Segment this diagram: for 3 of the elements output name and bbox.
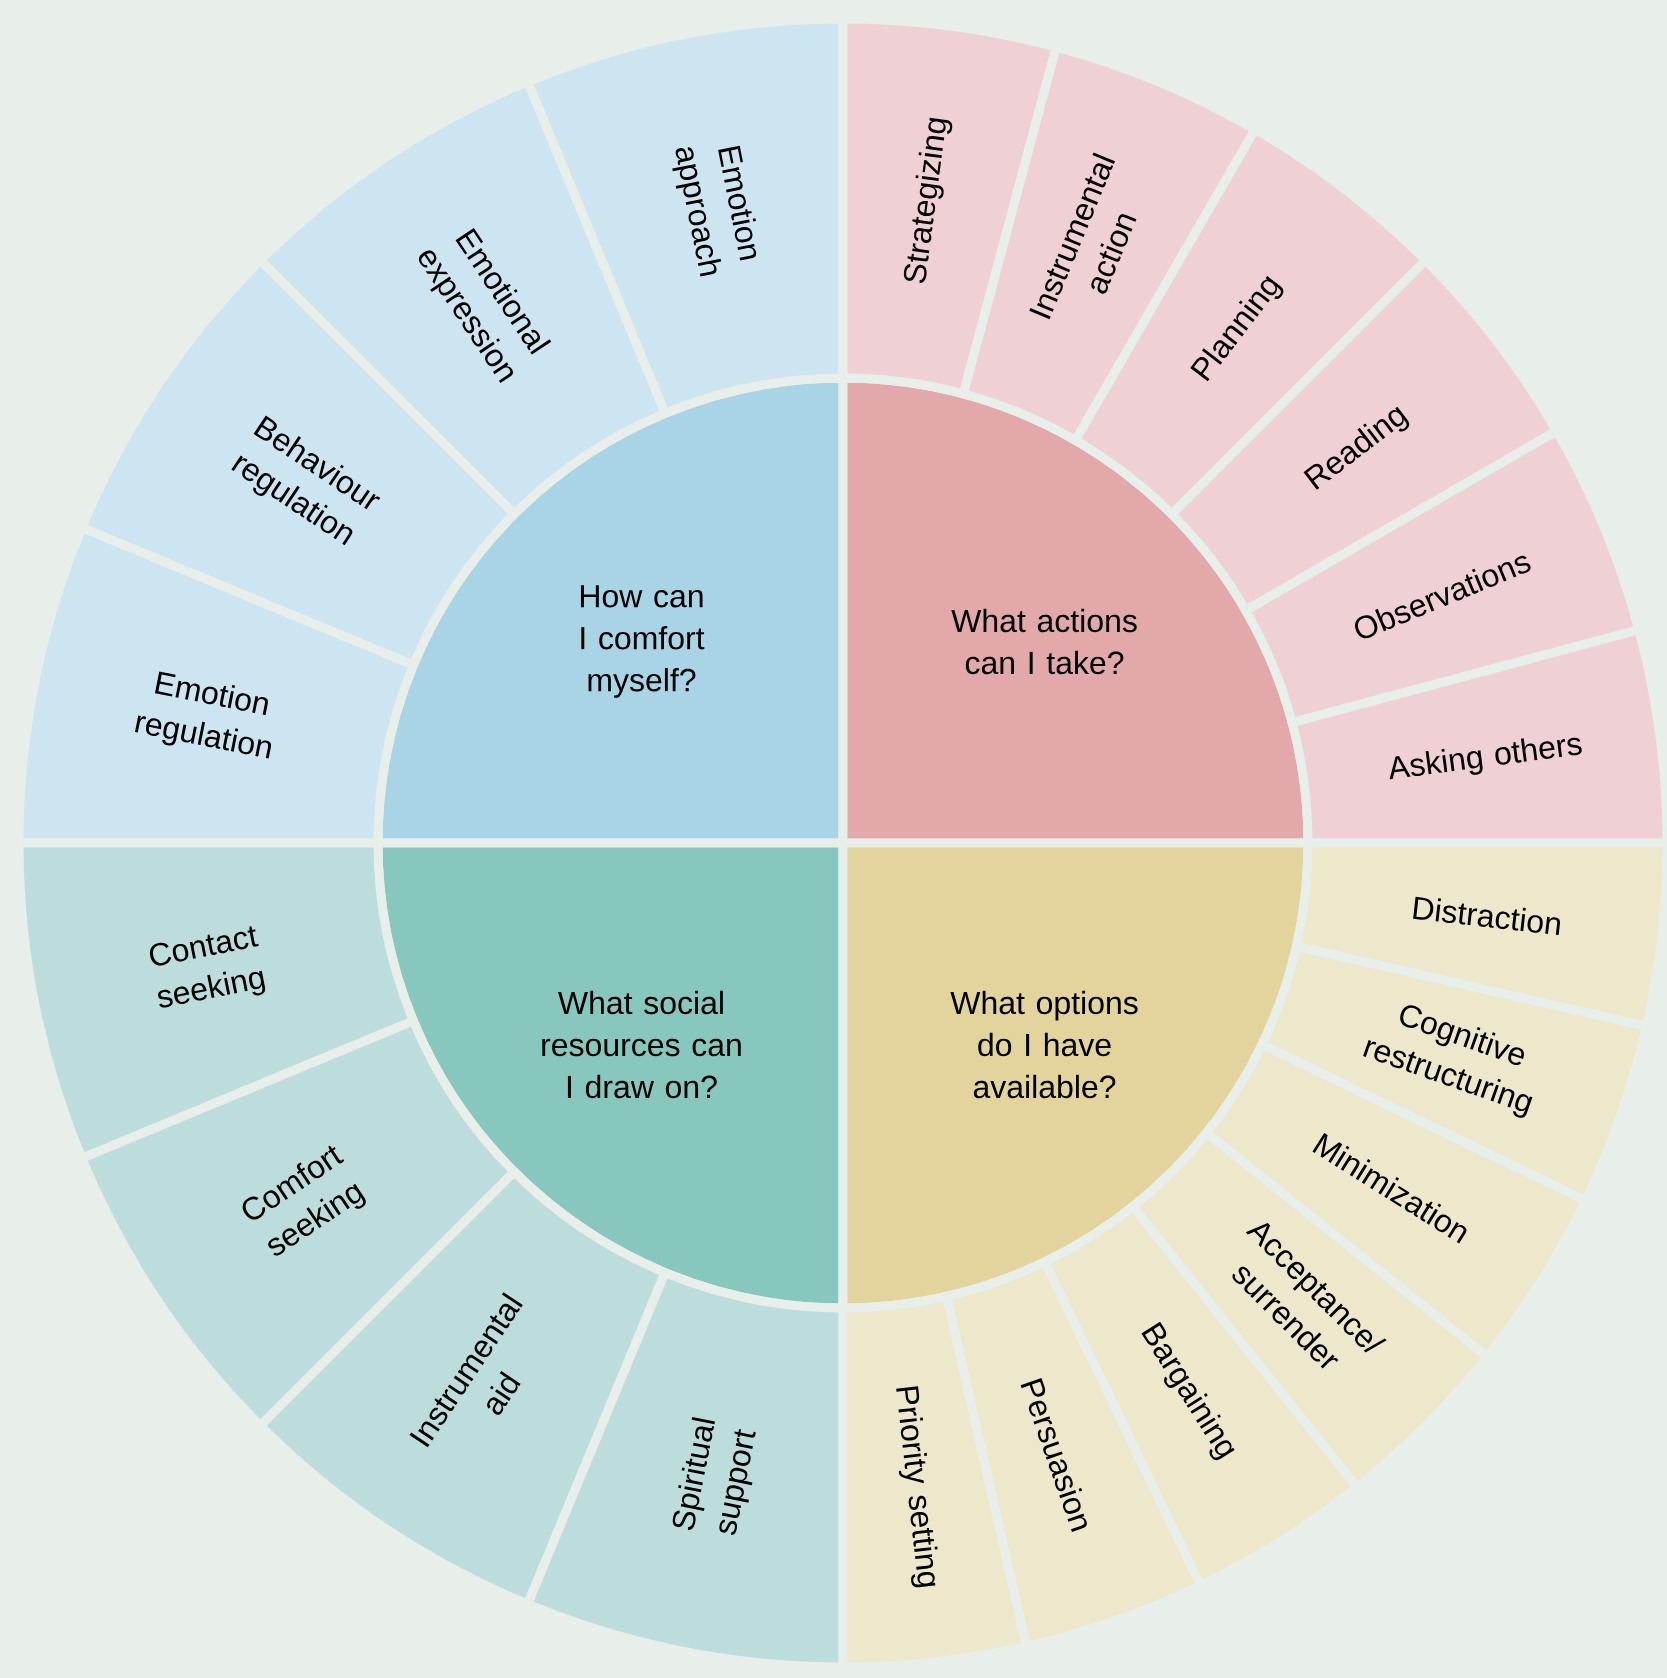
ring-segment: Spiritual support — [523, 1268, 848, 1672]
node-label: Distraction — [1413, 896, 1560, 936]
node-label: Asking others — [1389, 737, 1582, 780]
